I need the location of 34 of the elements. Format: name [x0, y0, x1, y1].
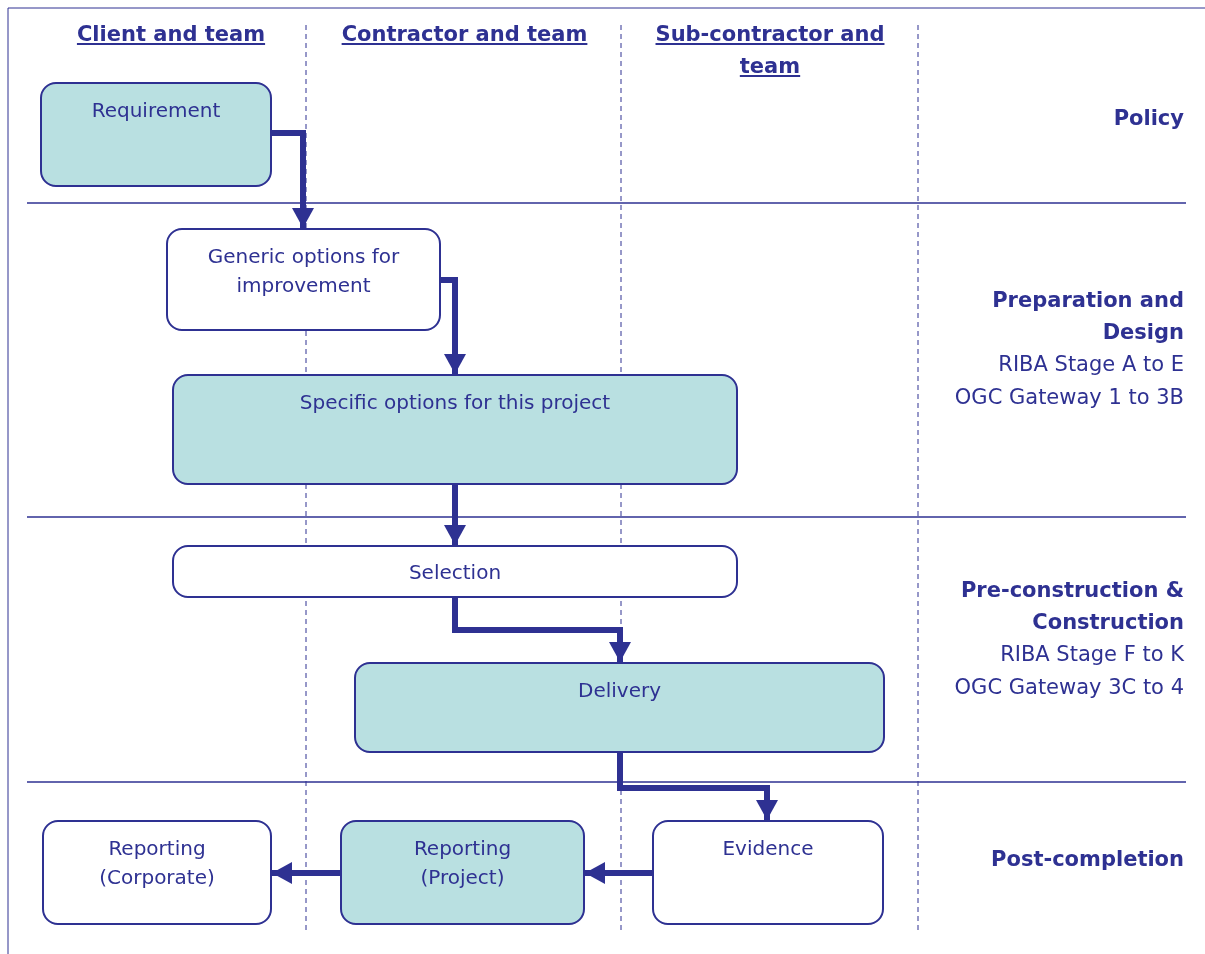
process-box: [172, 545, 738, 598]
lane-heading: Client and team: [75, 21, 267, 48]
box-text: Evidence: [721, 835, 815, 862]
stage-heading: Policy: [1112, 105, 1184, 132]
arrow: [585, 862, 652, 884]
box-text: Reporting (Corporate): [98, 835, 216, 891]
box-text: Generic options for improvement: [206, 243, 401, 299]
process-box: [652, 820, 884, 925]
arrow: [272, 862, 340, 884]
stage-note: RIBA Stage A to E: [997, 351, 1184, 378]
arrow: [617, 753, 778, 820]
stage-note: RIBA Stage F to K: [999, 641, 1184, 668]
process-box: [340, 820, 585, 925]
process-box: [354, 662, 885, 753]
arrow: [444, 485, 466, 545]
process-box: [166, 228, 441, 331]
stage-heading: Post-completion: [990, 846, 1184, 873]
box-text: Selection: [407, 559, 503, 586]
arrow: [452, 598, 631, 662]
process-box: [40, 82, 272, 187]
process-box: [172, 374, 738, 485]
box-text: Reporting (Project): [412, 835, 513, 891]
arrow: [441, 277, 466, 374]
stage-heading: Preparation and Design: [991, 287, 1184, 346]
arrow: [272, 130, 314, 228]
box-text: Specific options for this project: [298, 389, 612, 416]
stage-note: OGC Gateway 1 to 3B: [953, 384, 1184, 411]
stage-note: OGC Gateway 3C to 4: [953, 674, 1184, 701]
box-text: Requirement: [90, 97, 222, 124]
process-box: [42, 820, 272, 925]
lane-heading: Contractor and team: [340, 21, 589, 48]
lane-heading: Sub-contractor and team: [654, 21, 886, 80]
stage-heading: Pre-construction & Construction: [959, 577, 1184, 636]
box-text: Delivery: [577, 677, 662, 704]
